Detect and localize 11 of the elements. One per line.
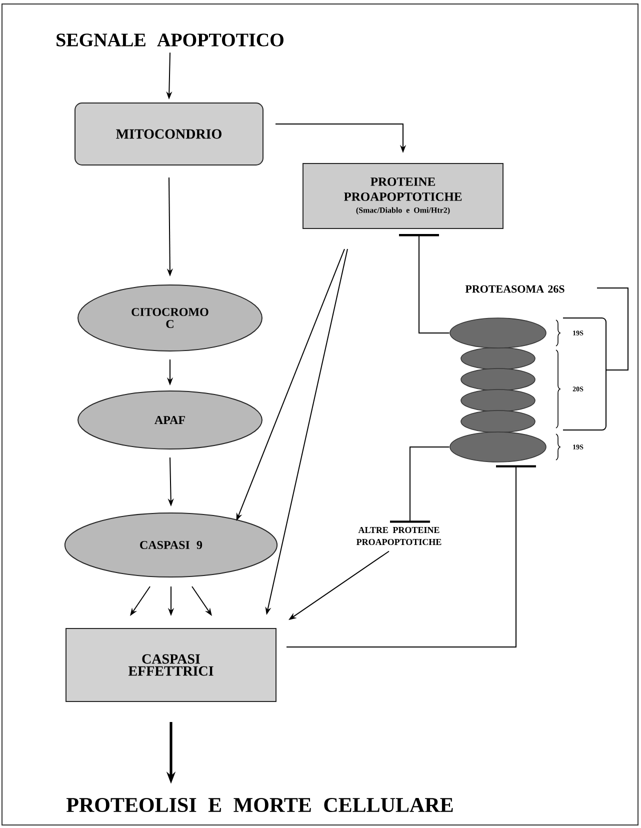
inhibition-line xyxy=(399,234,450,334)
proteasome-drawing xyxy=(450,318,546,462)
inhibition-line xyxy=(286,465,536,648)
inhibition-line xyxy=(390,446,450,523)
process-box: CASPASI EFFETTRICI xyxy=(66,628,276,702)
heading-text: PROTEOLISI E MORTE CELLULARE xyxy=(66,798,453,812)
process-box: PROTEINE PROAPOPTOTICHE (Smac/Diablo e Omi/Htr2) xyxy=(302,163,504,229)
heading-text: ALTRE PROTEINE PROAPOPTOTICHE xyxy=(356,526,442,546)
heading-text: SEGNALE APOPTOTICO xyxy=(56,34,284,46)
structure-label: PROTEASOMA 26S xyxy=(465,285,564,293)
process-box: MITOCONDRIO xyxy=(74,102,264,166)
